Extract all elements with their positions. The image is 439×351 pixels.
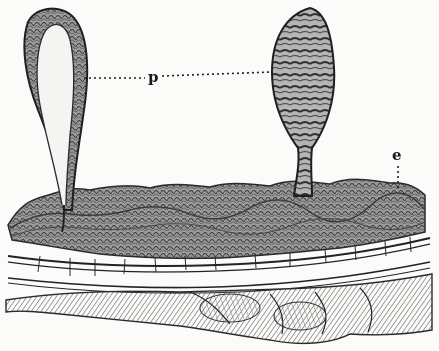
label-e: e: [392, 146, 402, 164]
leader-line-p-right: [162, 72, 272, 76]
label-p: p: [148, 68, 159, 86]
leader-lines: [84, 72, 398, 188]
stalked-gland: [272, 8, 334, 196]
